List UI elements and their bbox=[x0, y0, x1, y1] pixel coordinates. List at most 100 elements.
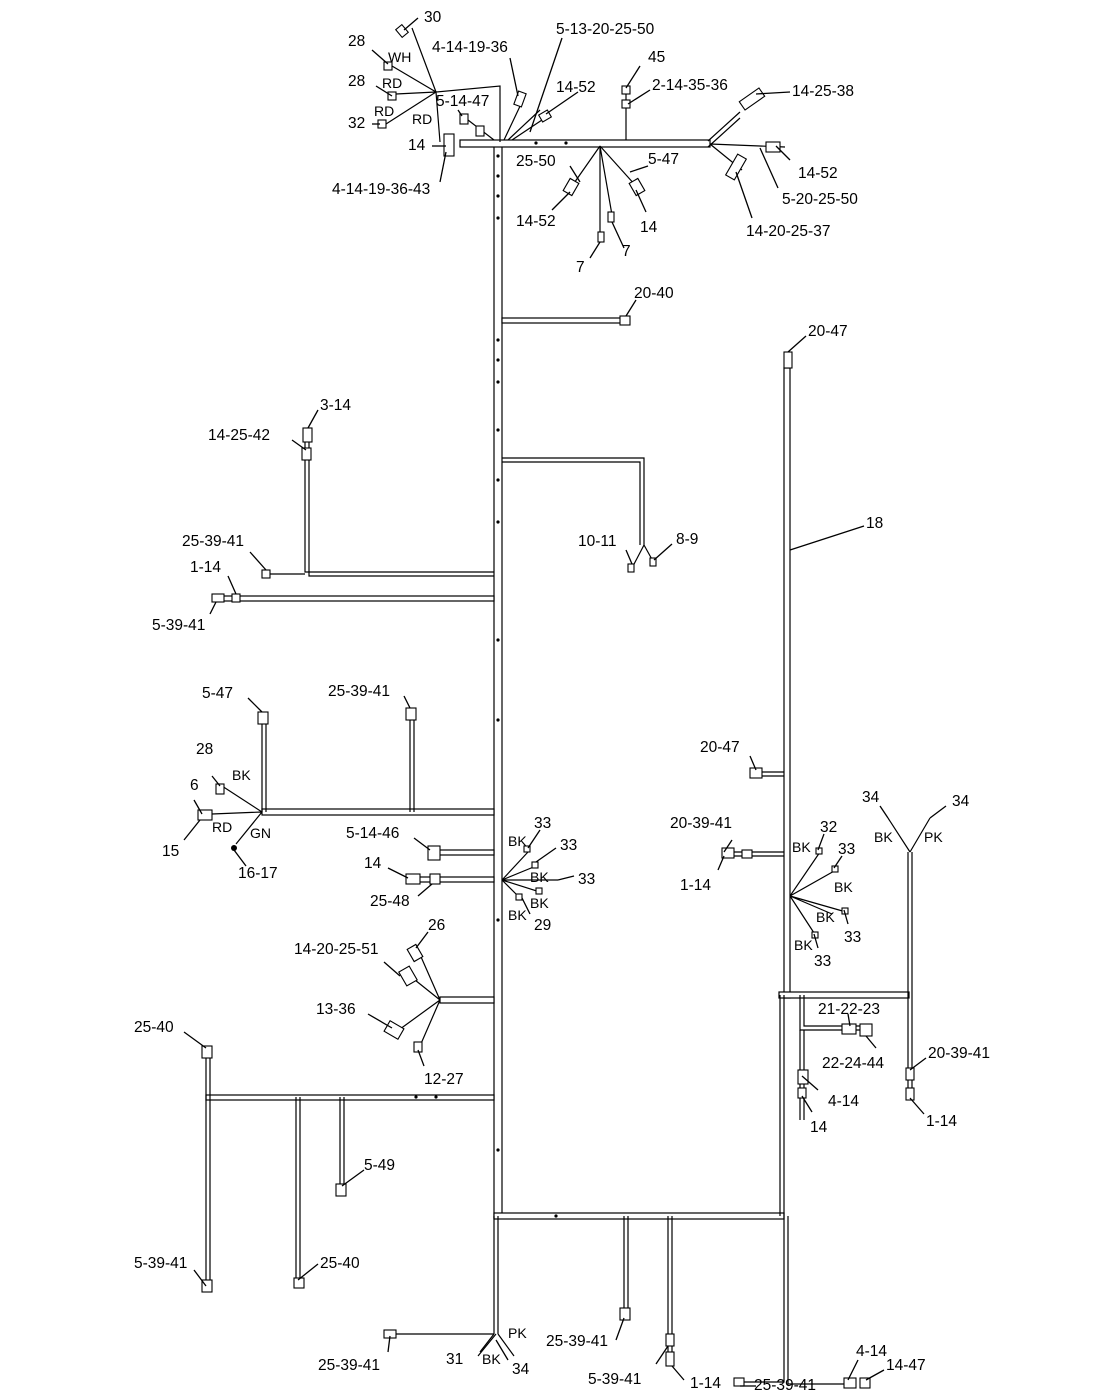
wire-color-label: PK bbox=[508, 1325, 527, 1341]
callout-label: 14-25-38 bbox=[792, 83, 854, 100]
callout-label: 25-39-41 bbox=[182, 533, 244, 550]
callout-label: 20-39-41 bbox=[928, 1045, 990, 1062]
callout-label: 14-52 bbox=[516, 213, 556, 230]
wire-color-label: BK bbox=[792, 839, 811, 855]
harness-wires bbox=[205, 27, 931, 1385]
callout-label: 4-14 bbox=[856, 1343, 887, 1360]
callout-label: 14-47 bbox=[886, 1357, 926, 1374]
wire-color-label: RD bbox=[374, 103, 394, 119]
callout-label: 1-14 bbox=[680, 877, 711, 894]
callout-label: 4-14-19-36 bbox=[432, 39, 508, 56]
callout-label: 4-14-19-36-43 bbox=[332, 181, 430, 198]
callout-label: 4-14 bbox=[828, 1093, 859, 1110]
callout-label: 33 bbox=[534, 815, 551, 832]
callout-label: 16-17 bbox=[238, 865, 278, 882]
callout-label: 25-39-41 bbox=[754, 1377, 816, 1394]
wire-color-label: BK bbox=[794, 937, 813, 953]
callout-label: 32 bbox=[348, 115, 365, 132]
callout-label: 28 bbox=[348, 73, 365, 90]
callout-label: 29 bbox=[534, 917, 551, 934]
callout-label: 45 bbox=[648, 49, 665, 66]
wire-color-label: RD bbox=[412, 111, 432, 127]
callout-label: 33 bbox=[560, 837, 577, 854]
main-trunk bbox=[493, 142, 503, 1219]
connectors bbox=[197, 23, 915, 1389]
callout-label: 5-14-47 bbox=[436, 93, 489, 110]
wire-color-label: PK bbox=[924, 829, 943, 845]
wire-color-label: BK bbox=[508, 833, 527, 849]
callout-label: 6 bbox=[190, 777, 199, 794]
callout-label: 30 bbox=[424, 9, 442, 26]
callout-label: 28 bbox=[196, 741, 213, 758]
callout-label: 34 bbox=[952, 793, 970, 810]
callout-label: 3-14 bbox=[320, 397, 351, 414]
splice-dots bbox=[231, 141, 568, 1218]
wire-color-label: BK bbox=[834, 879, 853, 895]
top-trunk bbox=[459, 139, 711, 148]
callout-label: 1-14 bbox=[690, 1375, 721, 1392]
callout-label: 2-14-35-36 bbox=[652, 77, 728, 94]
callout-label: 7 bbox=[576, 259, 585, 276]
callout-label: 25-50 bbox=[516, 153, 556, 170]
wire-color-label: BK bbox=[530, 869, 549, 885]
callout-label: 25-40 bbox=[134, 1019, 174, 1036]
wire-color-label: BK bbox=[816, 909, 835, 925]
wire-color-label: GN bbox=[250, 825, 271, 841]
callout-label: 13-36 bbox=[316, 1001, 356, 1018]
callout-label: 14-20-25-51 bbox=[294, 941, 378, 958]
leader-lines bbox=[183, 17, 947, 1387]
callout-label: 14-20-25-37 bbox=[746, 223, 830, 240]
callout-label: 14 bbox=[408, 137, 426, 154]
callout-label: 5-13-20-25-50 bbox=[556, 21, 655, 38]
callout-label: 5-39-41 bbox=[588, 1371, 641, 1388]
callout-label: 5-39-41 bbox=[134, 1255, 187, 1272]
wire-color-label: WH bbox=[388, 49, 411, 65]
callout-label: 14-52 bbox=[798, 165, 838, 182]
callout-label: 20-40 bbox=[634, 285, 674, 302]
callout-label: 5-49 bbox=[364, 1157, 395, 1174]
callout-label: 14-52 bbox=[556, 79, 596, 96]
callout-label: 21-22-23 bbox=[818, 1001, 880, 1018]
callout-label: 25-39-41 bbox=[328, 683, 390, 700]
callout-label: 32 bbox=[820, 819, 837, 836]
callout-label: 1-14 bbox=[926, 1113, 957, 1130]
callout-label: 5-14-46 bbox=[346, 825, 399, 842]
callout-label: 20-47 bbox=[808, 323, 848, 340]
wire-color-label: BK bbox=[530, 895, 549, 911]
callout-label: 14 bbox=[364, 855, 382, 872]
callout-label: 14 bbox=[640, 219, 658, 236]
wire-color-label: RD bbox=[382, 75, 402, 91]
callout-label: 33 bbox=[844, 929, 861, 946]
callout-label: 25-39-41 bbox=[318, 1357, 380, 1374]
callout-label: 33 bbox=[578, 871, 595, 888]
callout-label: 25-40 bbox=[320, 1255, 360, 1272]
wire-color-label: BK bbox=[508, 907, 527, 923]
callout-label: 15 bbox=[162, 843, 179, 860]
callout-label: 5-20-25-50 bbox=[782, 191, 858, 208]
callout-label: 14-25-42 bbox=[208, 427, 270, 444]
callout-label: 7 bbox=[622, 243, 631, 260]
callout-label: 1-14 bbox=[190, 559, 221, 576]
callout-labels: 30 28 WH 28 RD RD 32 RD 4-14-19-36 5-14-… bbox=[134, 9, 990, 1394]
wire-color-label: RD bbox=[212, 819, 232, 835]
callout-label: 33 bbox=[838, 841, 855, 858]
wire-color-label: BK bbox=[232, 767, 251, 783]
callout-label: 14 bbox=[810, 1119, 828, 1136]
callout-label: 31 bbox=[446, 1351, 463, 1368]
callout-label: 26 bbox=[428, 917, 445, 934]
callout-label: 33 bbox=[814, 953, 831, 970]
callout-label: 25-39-41 bbox=[546, 1333, 608, 1350]
callout-label: 5-39-41 bbox=[152, 617, 205, 634]
callout-label: 10-11 bbox=[578, 533, 617, 550]
callout-label: 28 bbox=[348, 33, 365, 50]
callout-label: 20-39-41 bbox=[670, 815, 732, 832]
callout-label: 5-47 bbox=[202, 685, 233, 702]
wire-color-label: BK bbox=[874, 829, 893, 845]
callout-label: 34 bbox=[862, 789, 880, 806]
callout-label: 12-27 bbox=[424, 1071, 464, 1088]
callout-label: 20-47 bbox=[700, 739, 740, 756]
callout-label: 34 bbox=[512, 1361, 530, 1378]
callout-label: 8-9 bbox=[676, 531, 698, 548]
callout-label: 5-47 bbox=[648, 151, 679, 168]
